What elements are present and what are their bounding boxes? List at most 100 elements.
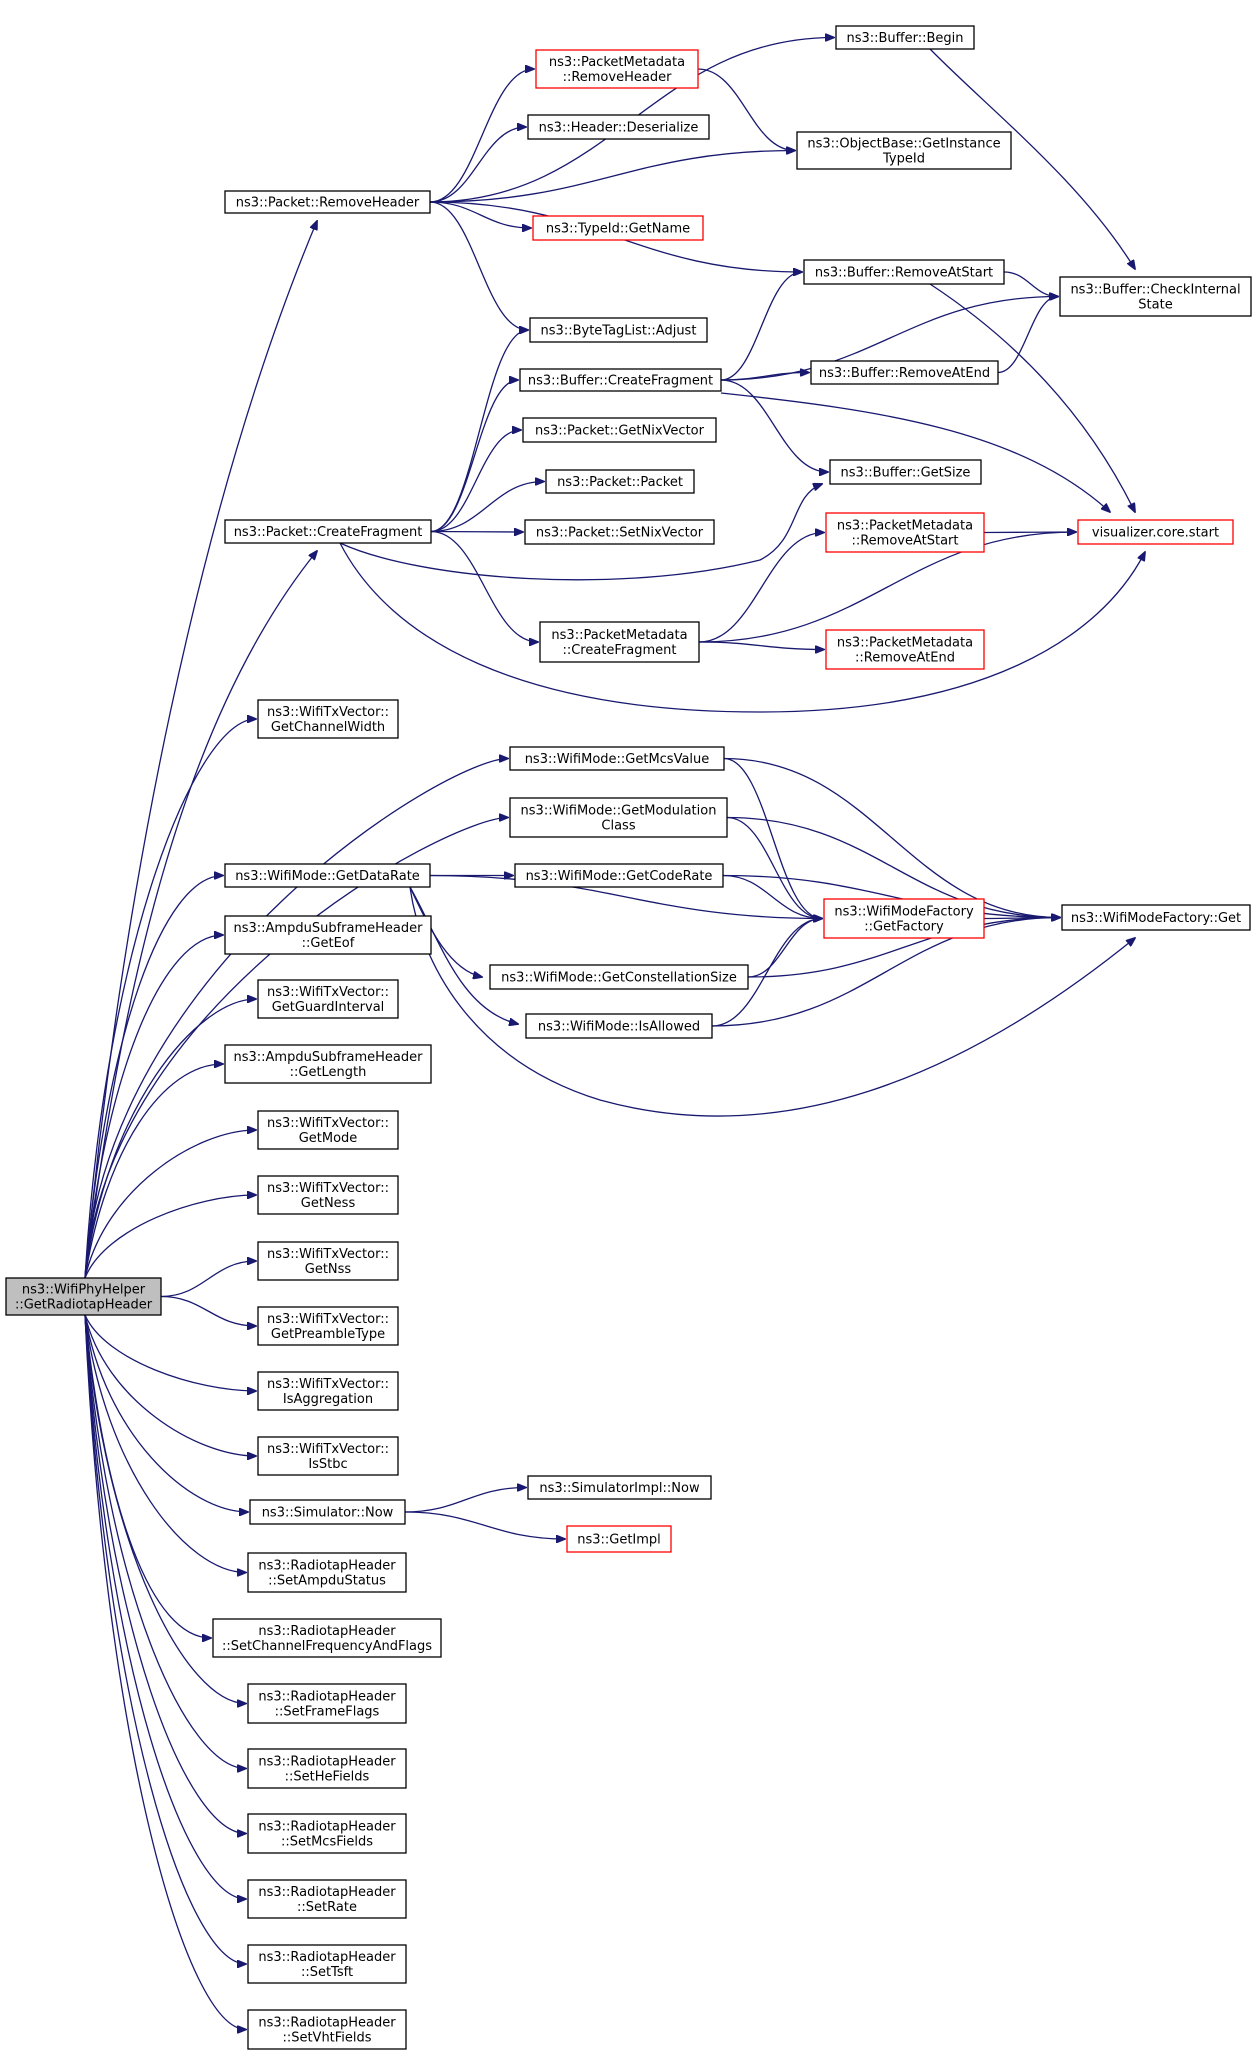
node-label-line: ::SetTsft <box>301 1965 353 1980</box>
node-box <box>247 1813 407 1854</box>
node-root[interactable]: ns3::WifiPhyHelper::GetRadiotapHeader <box>5 1277 162 1316</box>
node-label-line: ns3::WifiTxVector:: <box>267 1181 389 1196</box>
node-pm-removeheader[interactable]: ns3::PacketMetadata::RemoveHeader <box>535 49 699 89</box>
node-pkt-setnixvector[interactable]: ns3::Packet::SetNixVector <box>524 519 715 545</box>
edge-root-to-txv_getpreambletype <box>160 1295 256 1327</box>
node-label-line: ns3::TypeId::GetName <box>546 222 690 237</box>
node-buffer-createfragment[interactable]: ns3::Buffer::CreateFragment <box>519 368 722 392</box>
node-simimpl-now[interactable]: ns3::SimulatorImpl::Now <box>527 1475 712 1500</box>
edge-wm_getdatarate-to-wm_isallowed <box>409 886 518 1024</box>
node-rt-setchannelfrequencyandflags[interactable]: ns3::RadiotapHeader::SetChannelFrequency… <box>212 1618 442 1658</box>
node-wm-getmcsvalue[interactable]: ns3::WifiMode::GetMcsValue <box>509 746 725 771</box>
edge-root-to-sim_now <box>84 1314 248 1512</box>
edge-line <box>711 918 1060 1027</box>
edge-pm_createfragment-to-pm_removeatend <box>698 641 824 650</box>
edge-wm_getmodulationclass-to-wmf_get <box>726 816 1060 918</box>
edge-wm_getconstellationsize-to-wmf_get <box>747 918 1060 978</box>
node-rt-setvhtfields[interactable]: ns3::RadiotapHeader::SetVhtFields <box>247 2009 407 2050</box>
node-txv-getmode[interactable]: ns3::WifiTxVector::GetMode <box>257 1110 399 1150</box>
node-label-line: ns3::WifiMode::GetModulation <box>521 804 717 819</box>
node-buffer-getsize[interactable]: ns3::Buffer::GetSize <box>829 459 982 485</box>
node-typeid-getname[interactable]: ns3::TypeId::GetName <box>532 215 704 241</box>
edge-line <box>84 935 223 1279</box>
edge-line <box>84 1314 246 1964</box>
node-txv-getnss[interactable]: ns3::WifiTxVector::GetNss <box>257 1241 399 1281</box>
node-rt-sethefields[interactable]: ns3::RadiotapHeader::SetHeFields <box>247 1748 407 1789</box>
node-rt-setframeflags[interactable]: ns3::RadiotapHeader::SetFrameFlags <box>247 1683 407 1724</box>
edge-line <box>84 1314 256 1391</box>
node-getimpl[interactable]: ns3::GetImpl <box>566 1525 672 1553</box>
edge-line <box>429 151 795 203</box>
node-pm-createfragment[interactable]: ns3::PacketMetadata::CreateFragment <box>539 621 700 663</box>
node-box <box>545 469 695 494</box>
edge-line <box>720 272 802 381</box>
node-txv-isaggregation[interactable]: ns3::WifiTxVector::IsAggregation <box>257 1371 399 1411</box>
node-txv-getguardinterval[interactable]: ns3::WifiTxVector::GetGuardInterval <box>257 979 399 1019</box>
node-txv-getchannelwidth[interactable]: ns3::WifiTxVector::GetChannelWidth <box>257 699 399 739</box>
node-buffer-removeatstart[interactable]: ns3::Buffer::RemoveAtStart <box>803 259 1005 285</box>
node-wmf-get[interactable]: ns3::WifiModeFactory::Get <box>1061 904 1251 931</box>
node-ampdu-getlength[interactable]: ns3::AmpduSubframeHeader::GetLength <box>224 1044 432 1084</box>
edge-line <box>84 999 256 1279</box>
node-pm-removeatstart[interactable]: ns3::PacketMetadata::RemoveAtStart <box>825 512 985 553</box>
node-pm-removeatend[interactable]: ns3::PacketMetadata::RemoveAtEnd <box>825 629 985 670</box>
node-box <box>257 979 399 1019</box>
node-label-line: ::SetHeFields <box>285 1770 370 1785</box>
edge-pm_createfragment-to-pm_removeatstart <box>698 533 824 643</box>
edge-line <box>84 876 223 1279</box>
node-rt-setmcsfields[interactable]: ns3::RadiotapHeader::SetMcsFields <box>247 1813 407 1854</box>
edge-line <box>84 719 256 1279</box>
edge-root-to-rt_setmcsfields <box>84 1314 246 1834</box>
node-pkt-packet[interactable]: ns3::Packet::Packet <box>545 469 695 494</box>
node-box <box>825 629 985 670</box>
node-buffer-removeatend[interactable]: ns3::Buffer::RemoveAtEnd <box>810 360 999 385</box>
node-rt-setampdustatus[interactable]: ns3::RadiotapHeader::SetAmpduStatus <box>247 1552 407 1593</box>
node-header-deserialize[interactable]: ns3::Header::Deserialize <box>527 114 710 140</box>
edge-line <box>84 1314 246 1704</box>
edge-pkt_removeheader-to-pm_removeheader <box>429 69 534 203</box>
edge-wm_isallowed-to-wmf_get <box>711 918 1060 1027</box>
node-rt-setrate[interactable]: ns3::RadiotapHeader::SetRate <box>247 1879 407 1919</box>
node-sim-now[interactable]: ns3::Simulator::Now <box>249 1499 406 1525</box>
edge-pkt_createfragment-to-pkt_getnixvector <box>430 430 521 533</box>
edge-root-to-pkt_createfragment <box>84 551 317 1279</box>
edge-pkt_removeheader-to-objectbase_getinstancetypeid <box>429 151 795 203</box>
node-wmf-getfactory[interactable]: ns3::WifiModeFactory::GetFactory <box>823 898 985 939</box>
node-txv-getness[interactable]: ns3::WifiTxVector::GetNess <box>257 1175 399 1215</box>
node-pkt-createfragment[interactable]: ns3::Packet::CreateFragment <box>224 519 432 544</box>
node-label-line: ns3::Packet::CreateFragment <box>234 525 423 540</box>
edge-line <box>722 874 1060 918</box>
node-wm-isallowed[interactable]: ns3::WifiMode::IsAllowed <box>525 1013 713 1039</box>
node-ampdu-geteof[interactable]: ns3::AmpduSubframeHeader::GetEof <box>224 915 432 955</box>
node-visualizer-core-start[interactable]: visualizer.core.start <box>1077 519 1234 545</box>
node-label-line: ns3::Packet::Packet <box>557 475 683 490</box>
node-wm-getconstellationsize[interactable]: ns3::WifiMode::GetConstellationSize <box>489 964 749 990</box>
node-label-line: ns3::WifiMode::GetCodeRate <box>526 869 713 884</box>
edge-line <box>404 1511 565 1539</box>
node-pkt-removeheader[interactable]: ns3::Packet::RemoveHeader <box>224 190 431 214</box>
edge-root-to-txv_isaggregation <box>84 1314 256 1391</box>
edge-pkt_createfragment-to-pkt_packet <box>430 482 544 533</box>
edge-line <box>429 874 822 919</box>
node-box <box>539 621 700 663</box>
node-txv-isstbc[interactable]: ns3::WifiTxVector::IsStbc <box>257 1436 399 1476</box>
node-label-line: ns3::RadiotapHeader <box>258 2016 396 2031</box>
node-box <box>524 519 715 545</box>
node-bytetaglist-adjust[interactable]: ns3::ByteTagList::Adjust <box>529 317 708 343</box>
node-wm-getdatarate[interactable]: ns3::WifiMode::GetDataRate <box>224 863 431 888</box>
node-label-line: ns3::ByteTagList::Adjust <box>541 324 697 339</box>
node-label-line: ns3::PacketMetadata <box>551 628 687 643</box>
node-rt-settsft[interactable]: ns3::RadiotapHeader::SetTsft <box>247 1944 407 1984</box>
node-txv-getpreambletype[interactable]: ns3::WifiTxVector::GetPreambleType <box>257 1306 399 1346</box>
node-box <box>224 863 431 888</box>
node-label-line: GetGuardInterval <box>272 1000 385 1015</box>
node-pkt-getnixvector[interactable]: ns3::Packet::GetNixVector <box>522 417 717 443</box>
node-label-line: ::CreateFragment <box>562 643 676 658</box>
node-label-line: ns3::RadiotapHeader <box>258 1755 396 1770</box>
node-wm-getcoderate[interactable]: ns3::WifiMode::GetCodeRate <box>514 863 724 888</box>
node-buffer-begin[interactable]: ns3::Buffer::Begin <box>835 25 975 50</box>
edge-line <box>84 1314 248 1512</box>
